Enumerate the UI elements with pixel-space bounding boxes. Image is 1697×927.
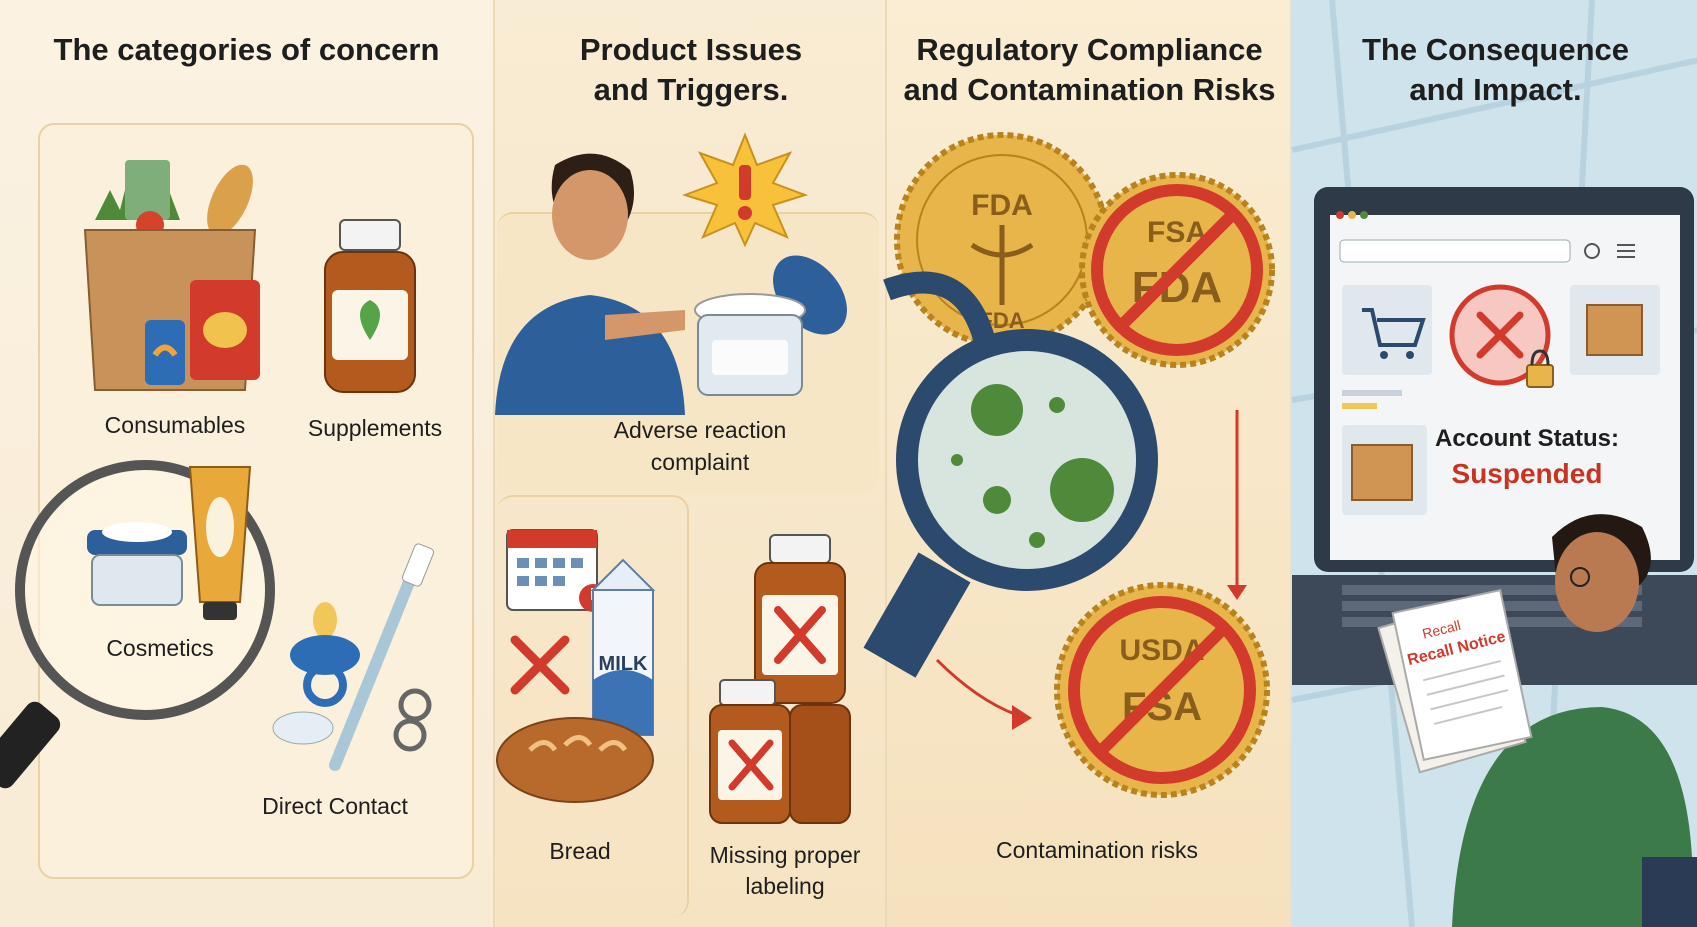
label-labeling-line1: Missing proper <box>709 842 861 868</box>
cart-icon <box>1362 308 1426 347</box>
panel-consequence: The Consequence and Impact. <box>1290 0 1697 927</box>
panel-title-regulatory-line2: and Contamination Risks <box>903 72 1276 107</box>
label-cosmetics: Cosmetics <box>106 635 214 661</box>
x-mark-icon <box>510 635 570 695</box>
panel-title-consequence-line2: and Impact. <box>1409 72 1582 107</box>
package-icon <box>1586 304 1643 356</box>
contact-lens-icon <box>272 711 334 745</box>
label-adverse-line2: complaint <box>650 449 750 475</box>
pill-bottle-icon <box>709 534 851 824</box>
open-cream-jar-icon <box>694 255 847 396</box>
label-adverse-line1: Adverse reaction <box>613 417 787 443</box>
account-status-label: Account Status: <box>1434 425 1619 452</box>
supplement-bottle-icon <box>324 219 416 393</box>
menu-icon[interactable] <box>1617 244 1635 258</box>
bread-frame <box>497 495 689 917</box>
panel-triggers: Product Issues and Triggers. Adverse rea… <box>493 0 887 927</box>
bread-icon <box>496 717 654 803</box>
panel-title-triggers-line1: Product Issues <box>579 32 803 67</box>
panel-title-triggers-line2: and Triggers. <box>593 72 789 107</box>
label-supplements: Supplements <box>307 415 443 441</box>
milk-text: MILK <box>599 653 648 675</box>
label-consumables: Consumables <box>104 412 246 438</box>
fsa-seal-crossed-icon: FSA FDA <box>1079 172 1275 368</box>
pacifier-icon <box>290 602 360 707</box>
person-icon <box>495 153 685 415</box>
seal-fda-text: FDA <box>971 189 1033 222</box>
panel-title-regulatory-line1: Regulatory Compliance <box>916 32 1263 67</box>
magnifier-icon <box>863 271 1158 678</box>
recall-notice: Recall Recall Notice <box>1377 589 1533 774</box>
usda-seal-crossed-icon: USDA FSA <box>1054 582 1270 798</box>
cosmetic-tube-icon <box>188 466 252 620</box>
seals-and-lens: FDA FSA FDA FDA <box>863 132 1275 798</box>
label-contamination: Contamination risks <box>996 837 1198 863</box>
arrow-curve <box>935 658 1018 717</box>
cream-jar-icon <box>87 522 187 606</box>
rings-icon <box>393 688 432 752</box>
label-direct-contact: Direct Contact <box>262 793 408 819</box>
panel-title-categories: The categories of concern <box>53 32 440 67</box>
reader-person-icon <box>1452 514 1697 927</box>
panel-regulatory: Regulatory Compliance and Contamination … <box>863 0 1292 927</box>
virus-icon <box>951 384 1114 548</box>
panel-categories: The categories of concern Consumables Su… <box>0 0 493 927</box>
toothbrush-icon <box>329 543 435 771</box>
warning-burst-icon <box>681 132 809 248</box>
package-icon-2 <box>1351 444 1413 501</box>
grocery-bag-icon <box>83 160 260 391</box>
search-icon[interactable] <box>1584 243 1600 259</box>
arrowhead-down <box>1227 585 1247 600</box>
panel-title-consequence-line1: The Consequence <box>1362 32 1629 67</box>
arrowhead-curve <box>1012 705 1032 730</box>
label-bread: Bread <box>549 838 611 864</box>
search-bar[interactable] <box>1339 239 1571 263</box>
account-status-value: Suspended <box>1451 458 1603 489</box>
padlock-icon <box>1526 364 1554 388</box>
label-labeling-line2: labeling <box>745 873 825 899</box>
milk-carton-icon: MILK <box>590 558 656 736</box>
